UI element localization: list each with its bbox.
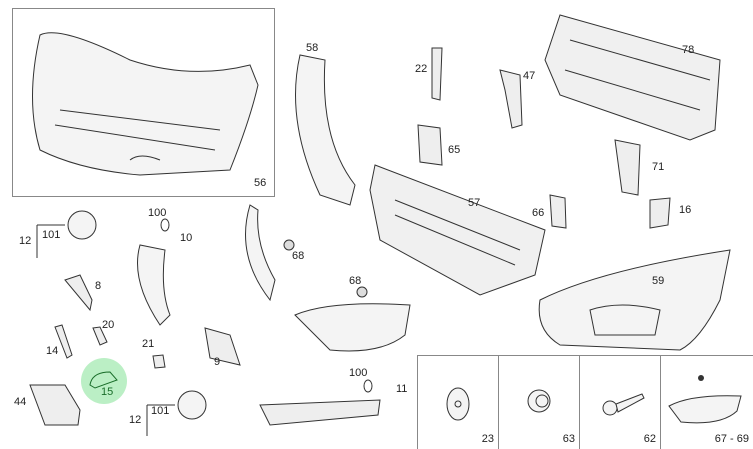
front-bumper-part[interactable]: [32, 32, 259, 176]
clip-68-a[interactable]: [283, 239, 295, 251]
fastener-cell-62[interactable]: 62: [580, 356, 661, 449]
fastener-cell-63[interactable]: 63: [499, 356, 580, 449]
fastener-label: 63: [562, 433, 575, 445]
trim-14[interactable]: [54, 324, 73, 359]
trim-8[interactable]: [64, 274, 93, 312]
trim-15[interactable]: [89, 371, 118, 389]
fastener-label: 23: [481, 433, 494, 445]
callout-100[interactable]: 100: [148, 207, 167, 219]
fog-lamp-12-a[interactable]: [67, 210, 97, 240]
callout-65[interactable]: 65: [448, 144, 461, 156]
callout-22[interactable]: 22: [415, 63, 428, 75]
bracket-lines: [36, 224, 175, 436]
bulb-100-a[interactable]: [160, 218, 170, 232]
callout-9[interactable]: 9: [214, 356, 221, 368]
callout-14[interactable]: 14: [46, 345, 59, 357]
bracket-22[interactable]: [431, 47, 443, 101]
callout-8[interactable]: 8: [95, 280, 102, 292]
callout-20[interactable]: 20: [102, 319, 115, 331]
bracket-66[interactable]: [549, 194, 567, 229]
fog-lamp-bezel[interactable]: [294, 303, 411, 352]
nut-icon: [527, 389, 551, 413]
callout-12[interactable]: 12: [19, 235, 32, 247]
callout-100[interactable]: 100: [349, 367, 368, 379]
fastener-cell-23[interactable]: 23: [418, 356, 499, 449]
fastener-cell-67-69[interactable]: 67 - 69: [661, 356, 753, 449]
callout-56[interactable]: 56: [254, 177, 267, 189]
trim-20[interactable]: [92, 326, 108, 346]
callout-11[interactable]: 11: [396, 383, 408, 395]
callout-66[interactable]: 66: [532, 207, 545, 219]
fastener-label: 62: [643, 433, 656, 445]
callout-21[interactable]: 21: [142, 338, 155, 350]
push-clip-icon: [446, 387, 470, 421]
callout-101[interactable]: 101: [42, 229, 61, 241]
callout-16[interactable]: 16: [679, 204, 692, 216]
callout-15[interactable]: 15: [101, 386, 114, 398]
side-lamp-right[interactable]: [245, 204, 276, 302]
trim-21[interactable]: [152, 354, 166, 369]
callout-47[interactable]: 47: [523, 70, 536, 82]
callout-78[interactable]: 78: [682, 44, 695, 56]
callout-12[interactable]: 12: [129, 414, 142, 426]
drl-11[interactable]: [259, 399, 381, 426]
callout-71[interactable]: 71: [652, 161, 665, 173]
callout-57[interactable]: 57: [468, 197, 481, 209]
cover-44[interactable]: [29, 384, 81, 426]
highlight-marker: [81, 358, 127, 404]
callout-101[interactable]: 101: [151, 405, 170, 417]
bracket-47[interactable]: [499, 69, 523, 129]
trim-9[interactable]: [204, 327, 241, 366]
bracket-71[interactable]: [614, 139, 641, 196]
bulb-100-b[interactable]: [363, 379, 373, 393]
fasteners-panel: 23 63 62 67 - 69: [417, 355, 753, 449]
screw-icon: [602, 393, 645, 416]
callout-44[interactable]: 44: [14, 396, 27, 408]
grille-part[interactable]: [369, 164, 546, 296]
bracket-65[interactable]: [417, 124, 443, 166]
callout-68[interactable]: 68: [292, 250, 305, 262]
bumper-carrier-part[interactable]: [544, 14, 721, 141]
bumper-frame: [12, 8, 275, 197]
bumper-corner-part[interactable]: [538, 249, 731, 351]
bracket-16[interactable]: [649, 197, 671, 229]
callout-58[interactable]: 58: [306, 42, 319, 54]
fog-bezel-icon: [668, 375, 742, 424]
callout-10[interactable]: 10: [180, 232, 193, 244]
side-lamp-10[interactable]: [137, 244, 171, 326]
fastener-label: 67 - 69: [714, 433, 749, 445]
clip-68-b[interactable]: [356, 286, 368, 298]
bumper-side-part[interactable]: [295, 54, 356, 206]
fog-lamp-12-b[interactable]: [177, 390, 207, 420]
callout-68[interactable]: 68: [349, 275, 362, 287]
callout-59[interactable]: 59: [652, 275, 665, 287]
